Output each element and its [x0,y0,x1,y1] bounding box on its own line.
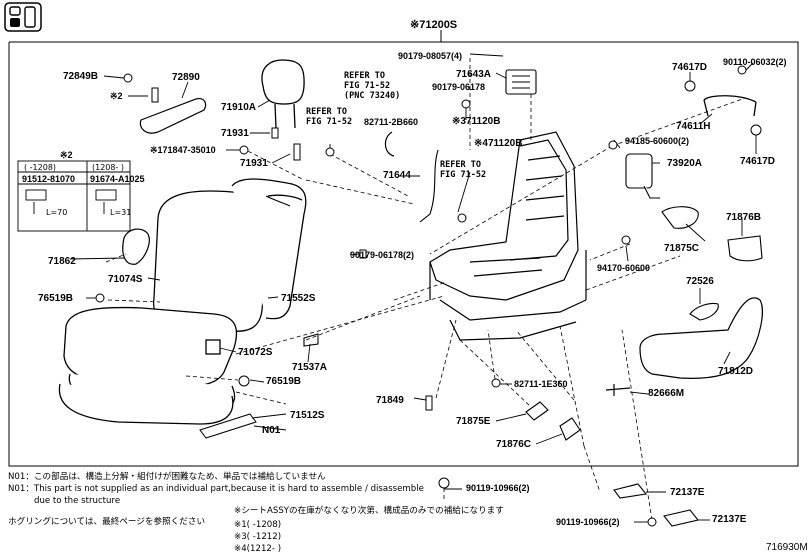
note-range-1: ※1( -1208) [234,520,282,530]
part-label: 72849B [63,71,99,82]
part-label: 82711-2B660 [364,117,419,127]
note-n01-jp: N01：この部品は、構造上分解・組付けが困難なため、単品では補給していません [8,472,326,482]
part-label: 73920A [667,158,703,169]
part-label: 76519B [266,376,302,387]
part-label: 72137E [670,487,705,498]
headrest-shape [261,59,305,129]
note-hog-ring: ホグリングについては、最終ページを参照ください [8,517,206,527]
part-label: 71849 [376,395,404,406]
part-label: ※471120B [474,138,523,149]
refer-to-label: REFER TO FIG 71-52 (PNC 73240) [344,71,401,101]
part-label: 71643A [456,69,492,80]
side-cover-shape [639,297,763,379]
seat-position-icon [4,2,42,32]
part-label: 71931 [221,128,249,139]
part-label: 82666M [648,388,685,399]
seat-cushion-shape [58,306,238,425]
cover-71862-shape [122,228,150,265]
bolt-table-length-2: L=31 [110,208,132,217]
seat-frame-shape [429,131,587,341]
note-range-4: ※4(1212- ) [234,544,282,554]
part-label: 74617D [740,156,776,167]
part-label: 72890 [172,72,200,83]
bolt-table-length-1: L=70 [46,208,68,217]
part-label: ※171847-35010 [150,145,216,155]
diagram-id: 716930M [766,542,808,553]
bolt-table-range-1: ( -1208) [24,163,57,172]
part-label: ※2 [110,91,123,101]
note-seat-assy: ※シートASSYの在庫がなくなり次第、構成品のみでの補給になります [234,506,504,516]
note-n01-en-2: due to the structure [34,496,121,506]
part-label: 71072S [238,347,273,358]
bolt-table-range-2: (1208- ) [92,163,125,172]
part-label: 90179-08057(4) [398,51,463,61]
part-label: 71876B [726,212,762,223]
part-label: 76519B [38,293,74,304]
part-label: 71552S [281,293,316,304]
part-label: 71644 [383,170,411,181]
part-label: 71812D [718,366,754,377]
refer-to-label: REFER TO FIG 71-52 [440,160,487,180]
part-label: 74617D [672,62,708,73]
part-label: 71512S [290,410,325,421]
part-label: 71876C [496,439,532,450]
part-label: 74611H [676,121,711,132]
part-label: 82711-1E360 [514,379,568,389]
part-label: 71931 [240,158,268,169]
part-label: 90110-06032(2) [723,57,787,67]
n01-pad-shape [199,413,257,439]
part-label: 71875C [664,243,700,254]
part-label: ※371120B [452,116,501,127]
armrest-shape [139,98,207,134]
part-label: 71875E [456,416,491,427]
part-label: 94170-60600 [597,263,651,273]
bolt-table-part-1: 91512-81070 [22,174,76,184]
bolt-table-mark: ※2 [60,150,73,160]
seatback-shape [152,178,307,332]
part-label: 71910A [221,102,257,113]
part-label: 90179-06178 [432,82,486,92]
note-n01-en: N01：This part is not supplied as an indi… [8,484,424,494]
part-label: 71537A [292,362,328,373]
part-label: N01 [262,425,281,436]
part-label: 71862 [48,256,76,267]
part-label: 72526 [686,276,714,287]
part-label: 90119-10966(2) [466,483,530,493]
assembly-label: ※71200S [410,19,458,31]
note-range-3: ※3( -1212) [234,532,282,542]
part-label: 90119-10966(2) [556,517,620,527]
part-label: 71074S [108,274,143,285]
part-label: 90179-06178(2) [350,250,415,260]
part-label: 72137E [712,514,747,525]
bolt-table-part-2: 91674-A1025 [90,174,145,184]
refer-to-label: REFER TO FIG 71-52 [306,107,353,127]
part-label: 94185-60600(2) [625,136,690,146]
